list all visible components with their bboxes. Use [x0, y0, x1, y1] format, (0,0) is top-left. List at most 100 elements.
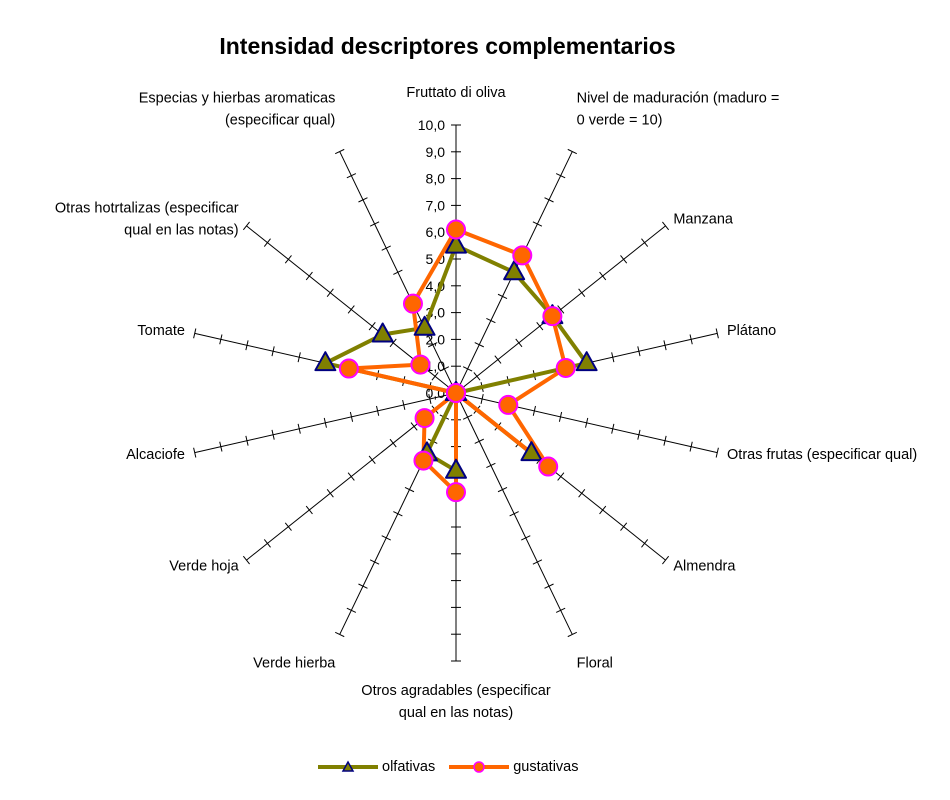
radial-tick-label: 6,0 — [426, 224, 446, 240]
point-gustativas-manzana — [542, 306, 563, 327]
axis-tick — [555, 607, 566, 613]
axis-tick — [497, 486, 508, 493]
point-gustativas-especias-y-hierbas-aromaticas-especificar-qual — [402, 293, 423, 314]
point-olfativas-otras-hotrtalizas-especificar-qual-en-las-notas — [371, 322, 394, 343]
point-gustativas-platano — [555, 357, 576, 378]
point-gustativas-verde-hierba — [413, 450, 434, 471]
axis-label-nivel-de-maduracion-maduro-0-verde-10: Nivel de maduración (maduro =0 verde = 1… — [577, 91, 780, 129]
chart-title: Intensidad descriptores complementarios — [219, 33, 676, 59]
axis-tick — [242, 555, 250, 565]
axis-tick — [689, 334, 693, 345]
point-gustativas-otras-hotrtalizas-especificar-qual-en-las-notas — [410, 354, 431, 375]
axis-tick — [557, 305, 565, 314]
axis-tick — [532, 559, 543, 565]
axis-tick — [219, 334, 223, 345]
axis-tick — [497, 293, 508, 300]
legend: olfativas gustativas — [318, 756, 593, 778]
axis-tick — [439, 366, 450, 372]
axis-tick — [393, 269, 403, 275]
axis-tick — [486, 317, 496, 324]
axis-tick — [480, 393, 484, 404]
axis-tick — [334, 631, 345, 638]
axis-tick — [567, 148, 578, 155]
axis-tick — [663, 435, 667, 446]
point-olfativas-tomate — [314, 351, 337, 372]
axis-tick — [305, 271, 313, 281]
axis-label-verde-hierba: Verde hierba — [253, 655, 336, 671]
axis-tick — [402, 399, 406, 410]
axis-tick — [284, 255, 292, 264]
axis-tick — [474, 342, 484, 348]
axis-tick — [620, 255, 628, 264]
axis-label-manzana: Manzana — [673, 212, 734, 228]
point-gustativas-fruttato-di-oliva — [446, 219, 466, 240]
radial-tick-label: 7,0 — [426, 197, 446, 213]
axis-tick — [245, 340, 249, 351]
point-gustativas-alcaciofe — [446, 383, 466, 403]
axis-tick — [404, 486, 415, 493]
axis-label-especias-y-hierbas-aromaticas-especificar-qual: Especias y hierbas aromaticas(especifica… — [139, 91, 336, 129]
axis-tick — [284, 522, 292, 531]
axis-tick — [193, 447, 197, 458]
axis-tick — [521, 535, 531, 541]
axis-tick — [620, 522, 628, 531]
axis-tick — [346, 607, 357, 613]
axis-tick — [462, 414, 473, 420]
axis-tick — [349, 411, 354, 422]
axis-tick — [486, 462, 496, 469]
legend-label-gustativas: gustativas — [513, 759, 579, 775]
axis-tick — [428, 393, 432, 404]
axis-label-platano: Plátano — [727, 323, 776, 339]
legend-label-olfativas: olfativas — [382, 759, 436, 775]
axis-tick — [557, 472, 565, 481]
axis-tick — [567, 631, 578, 638]
axis-tick — [641, 238, 649, 247]
axis-tick — [271, 429, 275, 440]
point-olfativas-otros-agradables-especificar-qual-en-las-notas — [445, 458, 467, 479]
axis-tick — [473, 372, 481, 381]
point-gustativas-nivel-de-maduracion-maduro-0-verde-10 — [512, 245, 533, 266]
axis-label-alcaciofe: Alcaciofe — [126, 447, 185, 463]
axis-tick — [599, 271, 607, 281]
radial-tick-label: 10,0 — [418, 117, 445, 133]
axis-tick — [389, 338, 397, 348]
axis-tick — [358, 197, 368, 203]
point-olfativas-almendra — [520, 441, 543, 462]
axis-tick — [536, 321, 544, 331]
axis-tick — [509, 511, 519, 517]
axis-tick — [689, 441, 693, 452]
axis-tick — [599, 505, 607, 515]
axis-tick — [611, 423, 615, 434]
point-gustativas-verde-hoja — [414, 408, 435, 429]
point-gustativas-tomate — [338, 358, 359, 379]
axis-tick — [431, 372, 439, 381]
axis-tick — [245, 435, 249, 446]
axis-tick — [532, 405, 536, 416]
axis-tick — [297, 423, 301, 434]
axis-tick — [369, 559, 380, 565]
axis-tick — [585, 417, 589, 428]
axis-tick — [393, 511, 403, 517]
point-gustativas-almendra — [538, 456, 559, 477]
axis-tick — [376, 405, 380, 416]
axis-tick — [347, 472, 355, 481]
axis-tick — [662, 221, 670, 231]
axis-tick — [544, 583, 554, 589]
axis-tick — [611, 352, 615, 363]
axis-tick — [368, 455, 376, 465]
axis-tick — [347, 305, 355, 314]
axis-label-fruttato-di-oliva: Fruttato di oliva — [406, 85, 506, 101]
axis-tick — [381, 245, 391, 251]
axis-tick — [494, 355, 502, 364]
legend-swatch-gustativas — [449, 761, 510, 773]
axis-tick — [637, 346, 641, 357]
axis-tick — [326, 288, 334, 297]
axis-tick — [715, 447, 719, 458]
axis-tick — [193, 328, 197, 339]
point-gustativas-otras-frutas-especificar-qual — [498, 394, 519, 415]
axis-tick — [271, 346, 275, 357]
axis-tick — [389, 438, 397, 448]
axis-tick — [381, 535, 391, 541]
